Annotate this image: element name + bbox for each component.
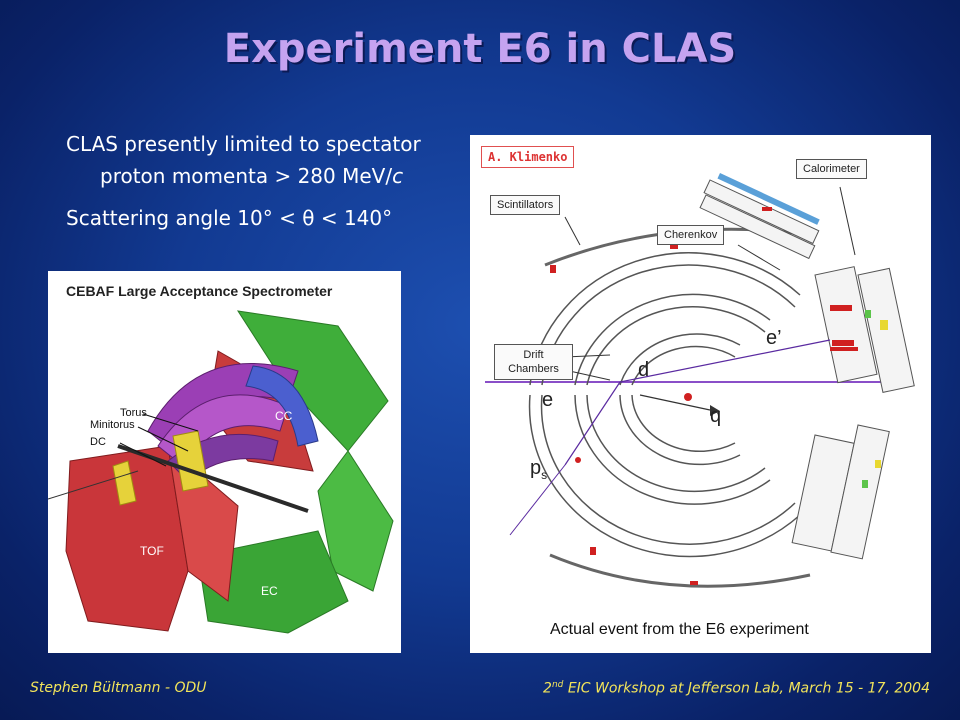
event-display-figure: A. Klimenko Calorimeter Scintillators Ch… [470,135,931,653]
clas-figure-title: CEBAF Large Acceptance Spectrometer [66,283,333,299]
bullet-2-end: < 140° [314,206,393,230]
theta-symbol: θ [302,206,315,230]
drift-chambers-callout: Drift Chambers [494,344,573,380]
scintillators-callout: Scintillators [490,195,561,215]
bullet-1-text: proton momenta > 280 MeV/ [100,164,393,188]
bullet-1-line-2: proton momenta > 280 MeV/c [66,160,421,192]
speed-of-light-symbol: c [392,164,404,188]
ec-label: EC [261,584,278,598]
bullet-2-start: Scattering angle 10° < [66,206,303,230]
slide-title: Experiment E6 in CLAS [223,26,737,72]
torus-label: Torus [120,407,147,419]
minitorus-label: Minitorus [90,419,135,431]
spectator-proton-label: ps [530,457,547,482]
dc-label: DC [90,436,106,448]
drift-label-line-2: Chambers [508,363,559,375]
momentum-transfer-label: q [710,405,722,427]
footer-ordinal-number: 2 [543,680,552,697]
event-caption: Actual event from the E6 experiment [550,621,809,638]
proton-symbol: p [530,457,542,479]
cherenkov-callout: Cherenkov [657,225,725,245]
tof-label: TOF [140,544,164,558]
deuteron-label: d [638,359,650,381]
bullet-1-line-1: CLAS presently limited to spectator [66,132,421,156]
scattered-electron-label: e’ [766,327,782,349]
footer-author: Stephen Bültmann - ODU [30,680,207,696]
spectator-subscript: s [541,468,548,482]
clas-detector-drawing [48,310,394,634]
calorimeter-callout: Calorimeter [796,159,867,179]
credit-label: A. Klimenko [481,146,575,168]
footer-event-text: EIC Workshop at Jefferson Lab, March 15 … [563,680,930,697]
drift-label-line-1: Drift [523,349,544,361]
cc-label: CC [275,409,293,423]
bullet-2: Scattering angle 10° < θ < 140° [66,202,421,234]
footer-ordinal-suffix: nd [551,680,564,690]
beam-electron-label: e [542,389,554,411]
footer-event: 2nd EIC Workshop at Jefferson Lab, March… [543,680,930,697]
clas-detector-figure: CEBAF Large Acceptance Spectrometer Toru… [48,271,401,653]
bullet-list: CLAS presently limited to spectator prot… [66,128,421,234]
